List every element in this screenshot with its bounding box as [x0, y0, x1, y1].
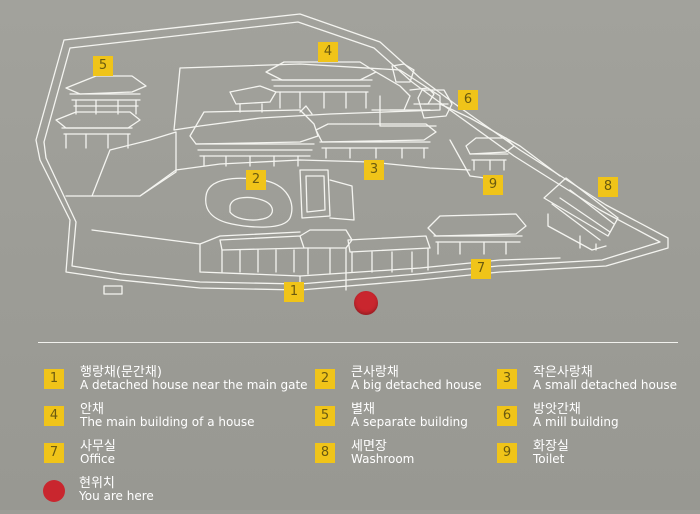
- map-badge-9: 9: [483, 175, 503, 195]
- legend-label-korean: 세면장: [351, 439, 387, 454]
- legend-label-english: The main building of a house: [80, 415, 255, 429]
- you-are-here-marker-icon: [354, 291, 378, 315]
- building-4: [229, 61, 437, 127]
- map-badge-6: 6: [458, 90, 478, 110]
- legend-badge: 8: [315, 443, 335, 463]
- legend-label-korean: 작은사랑채: [533, 365, 593, 380]
- legend-label-english: A detached house near the main gate: [80, 378, 308, 392]
- building-7: [427, 213, 527, 255]
- outer-wall-inner: [43, 21, 661, 285]
- legend-label-english: A small detached house: [533, 378, 678, 392]
- building-1: [219, 229, 431, 275]
- building-2: [189, 105, 319, 167]
- building-3: [315, 123, 437, 159]
- legend-label-korean: 큰사랑채: [351, 365, 399, 380]
- legend-badge: 7: [44, 443, 64, 463]
- building-9: [465, 137, 515, 171]
- map-badge-8: 8: [598, 177, 618, 197]
- legend-label-english: Office: [80, 452, 116, 466]
- legend-label-english: Toilet: [533, 452, 565, 466]
- building-8: [543, 177, 619, 251]
- legend-badge: 5: [315, 406, 335, 426]
- legend-badge: 3: [497, 369, 517, 389]
- legend-label-korean: 사무실: [80, 439, 116, 454]
- legend-label-english: A mill building: [533, 415, 619, 429]
- building-5: [55, 75, 147, 149]
- legend-badge: 6: [497, 406, 517, 426]
- legend-label-korean: 현위치: [79, 476, 115, 491]
- legend-label-korean: 방앗간채: [533, 402, 581, 417]
- map-badge-3: 3: [364, 160, 384, 180]
- legend-label-korean: 화장실: [533, 439, 569, 454]
- red-dot-icon: [43, 480, 65, 502]
- map-badge-7: 7: [471, 259, 491, 279]
- legend-label-english: You are here: [79, 489, 154, 503]
- front-wall-inner: [199, 231, 301, 245]
- legend-badge: 4: [44, 406, 64, 426]
- map-badge-4: 4: [318, 42, 338, 62]
- mill-wall: [439, 103, 561, 177]
- legend-badge: 2: [315, 369, 335, 389]
- legend-label-english: Washroom: [351, 452, 415, 466]
- inner-wall: [173, 63, 441, 131]
- divider: [38, 342, 678, 343]
- building-6: [417, 89, 453, 119]
- legend-label-english: A big detached house: [351, 378, 482, 392]
- site-map: [35, 13, 669, 295]
- legend-label-korean: 안채: [80, 402, 104, 417]
- garden: [205, 169, 355, 228]
- outer-wall: [35, 13, 669, 291]
- map-badge-2: 2: [246, 170, 266, 190]
- legend-label-korean: 별채: [351, 402, 375, 417]
- legend-label-english: A separate building: [351, 415, 468, 429]
- front-corner: [103, 285, 123, 295]
- map-badge-1: 1: [284, 282, 304, 302]
- legend-badge: 1: [44, 369, 64, 389]
- legend-label-korean: 행랑채(문간채): [80, 365, 162, 380]
- map-badge-5: 5: [93, 56, 113, 76]
- west-wall: [65, 131, 177, 197]
- legend-badge: 9: [497, 443, 517, 463]
